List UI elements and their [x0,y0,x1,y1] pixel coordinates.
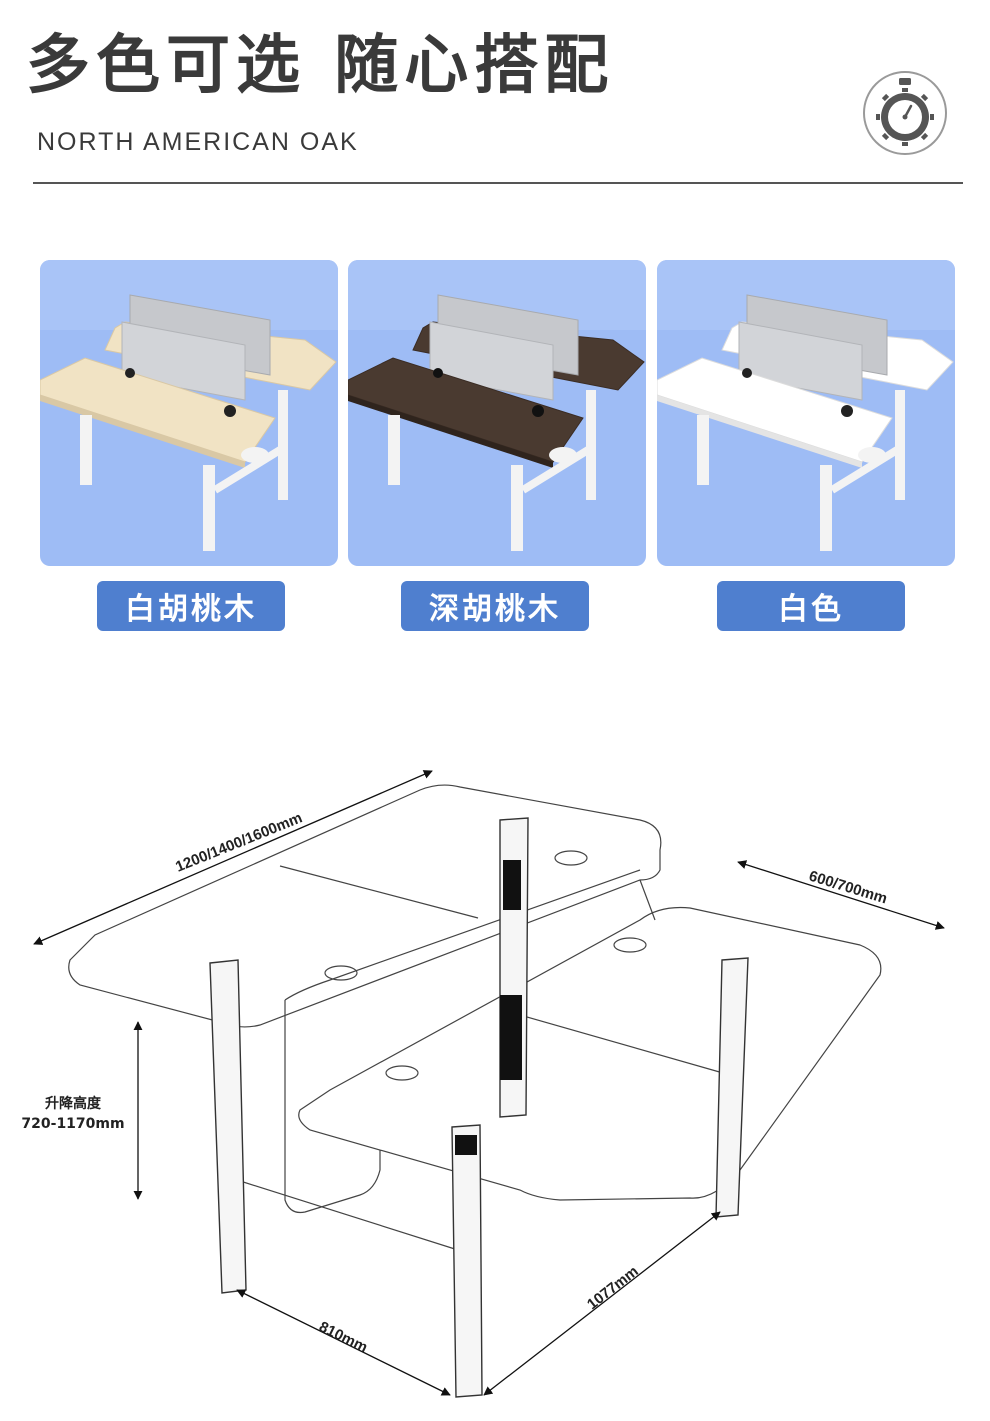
desk-illustration-dark-walnut [348,260,646,566]
page-title: 多色可选 随心搭配 [26,29,615,103]
lift-height-label: 升降高度 720-1170mm [8,1094,138,1134]
swatch-label-white-walnut: 白胡桃木 [97,581,285,631]
page-subtitle: NORTH AMERICAN OAK [37,128,359,156]
desk-illustration-white-walnut [40,260,338,566]
swatch-label-white: 白色 [717,581,905,631]
dim-inner-width-label: 810mm [316,1318,370,1356]
stopwatch-icon [863,71,947,155]
swatch-card-white-walnut [40,260,338,566]
desk-dimension-diagram: 1200/1400/1600mm 600/700mm 810mm 1077mm [33,770,945,1398]
lift-height-range: 720-1170mm [21,1116,125,1132]
header-divider [33,182,963,184]
swatch-card-dark-walnut [348,260,646,566]
swatch-label-dark-walnut: 深胡桃木 [401,581,589,631]
lift-height-title: 升降高度 [45,1096,101,1112]
desk-illustration-white [657,260,955,566]
dim-depth-label: 600/700mm [807,868,889,908]
dim-outer-width-label: 1077mm [584,1263,642,1313]
swatch-card-white [657,260,955,566]
dim-length-label: 1200/1400/1600mm [173,809,305,875]
